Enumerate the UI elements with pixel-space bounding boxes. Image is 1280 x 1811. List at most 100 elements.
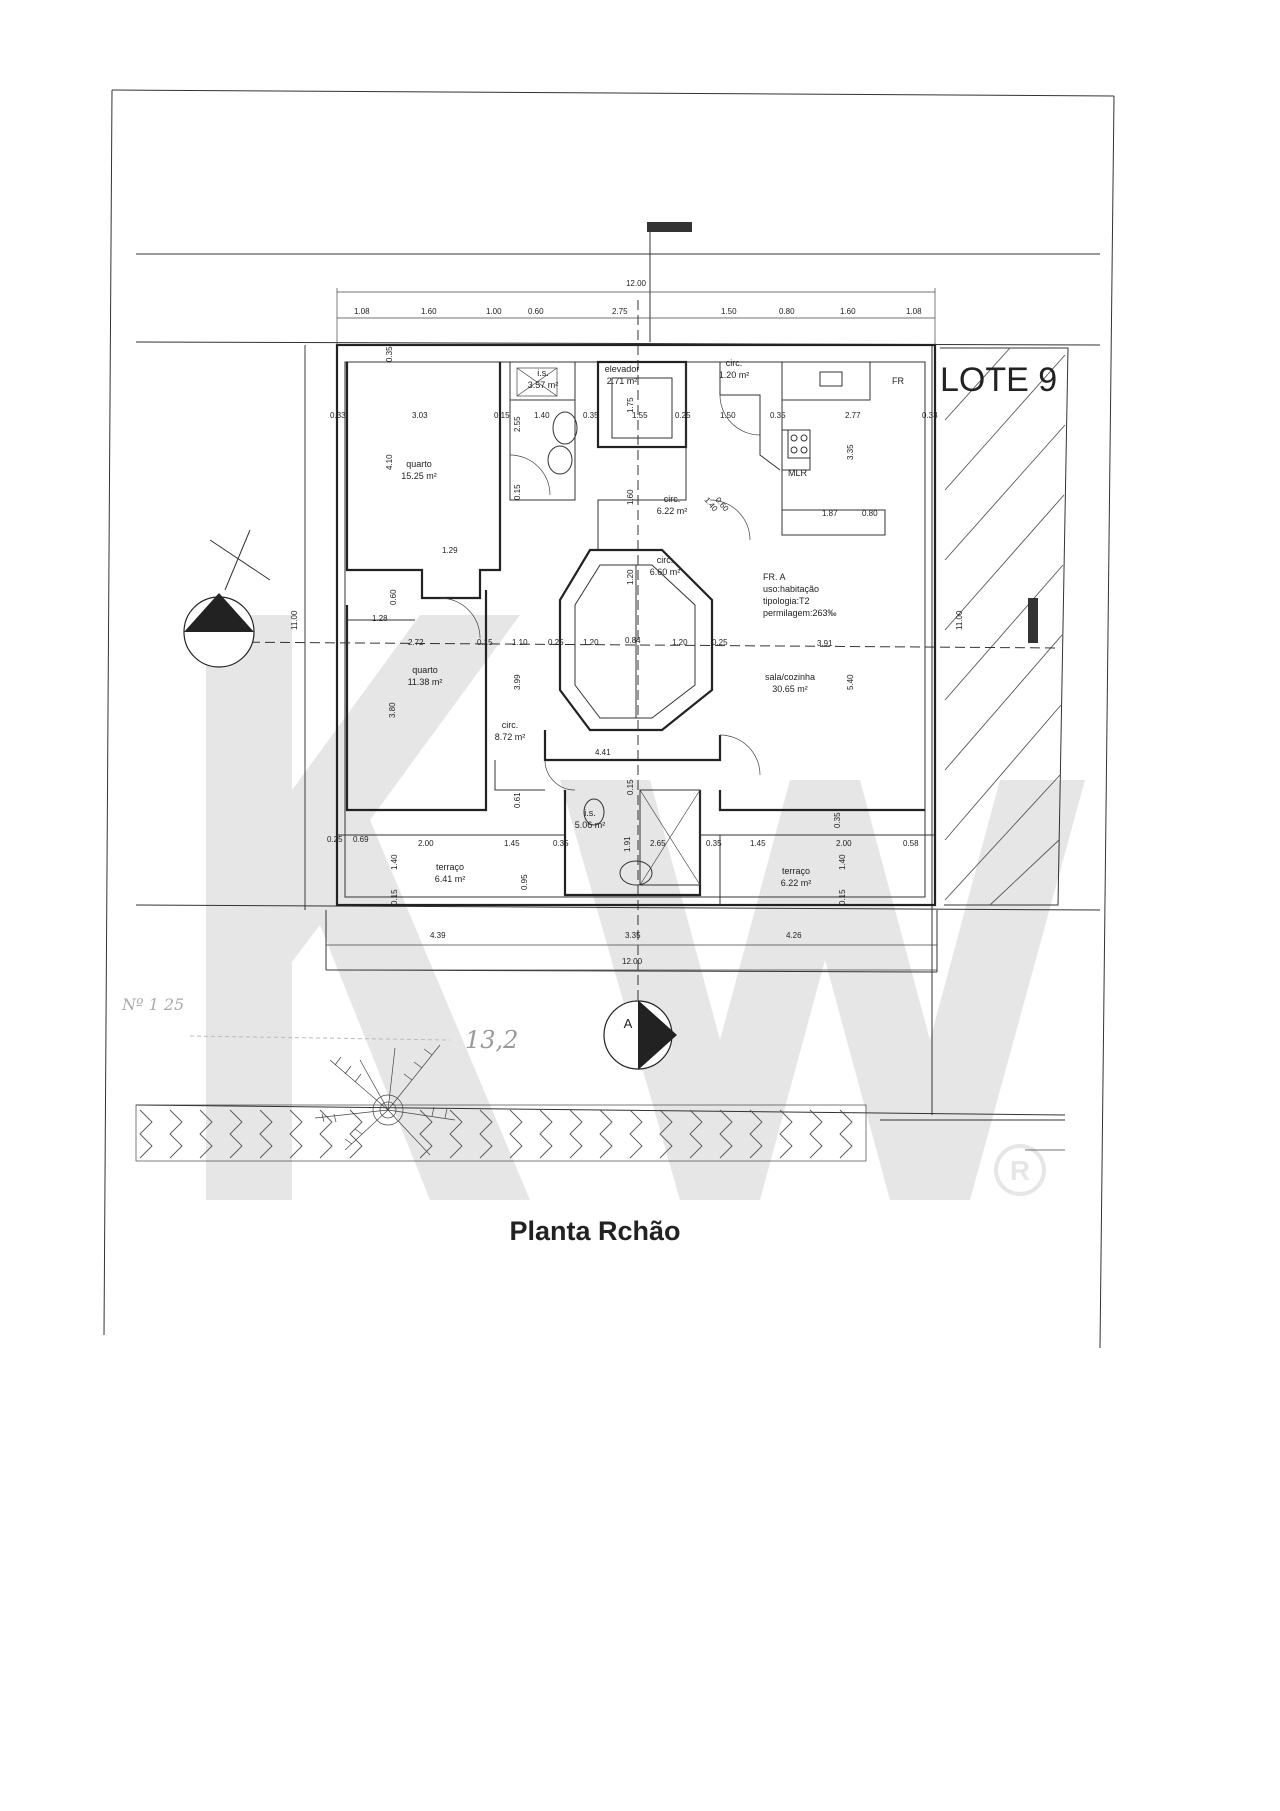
room-area: 30.65 m² [772,684,808,694]
dim: 1.45 [504,839,520,848]
neighbour-hatch [940,347,1069,906]
room-name: sala/cozinha [765,672,815,682]
dim: 0.15 [477,638,493,647]
dim: 1.20 [583,638,599,647]
dim: 2.55 [513,416,522,432]
inner-dimensions: 3.03 0.33 0.15 1.40 0.35 1.55 0.25 1.50 … [327,346,938,905]
dim: 1.75 [626,397,635,413]
fraction-info: FR. A uso:habitação tipologia:T2 permila… [763,572,837,618]
dim: 0.84 [625,636,641,645]
room-area: 11.38 m² [408,677,443,687]
room-name: circ. [664,494,681,504]
dim: 4.41 [595,748,611,757]
dim: 3.91 [817,639,833,648]
dim-top-7: 1.60 [840,307,856,316]
room-name: elevador [605,364,640,374]
palm-tree-icon [314,1044,456,1156]
top-overall-dim: 12.00 [626,279,647,288]
dim: 1.20 [672,638,688,647]
dim: 2.77 [845,411,861,420]
dim: 0.35 [770,411,786,420]
dim: 0.25 [327,835,343,844]
dim: 3.99 [513,674,522,690]
dim: 0.61 [513,792,522,808]
garden-strip [135,1104,1065,1162]
room-area: 3.57 m² [528,380,559,390]
dim: 0.69 [353,835,369,844]
dim: 1.29 [442,546,458,555]
fraction-name: FR. A [763,572,786,582]
lot-label: LOTE 9 [940,361,1057,399]
dim: 3.80 [388,702,397,718]
dim: 1.45 [750,839,766,848]
building-walls [335,343,937,907]
fraction-use: uso:habitação [763,584,819,594]
dim-bottom-1: 3.35 [625,931,641,940]
dim-top-0: 1.08 [354,307,370,316]
dim: 0.25 [548,638,564,647]
dim: 1.28 [372,614,388,623]
dimension-lines [304,288,937,971]
dim: 2.72 [408,638,424,647]
door-swings [439,394,761,791]
dim: 0.15 [838,889,847,905]
side-right-dim: 11.00 [955,610,964,630]
dim-top-6: 0.80 [779,307,795,316]
dim: 1.91 [623,836,632,852]
room-name: circ. [657,555,674,565]
dim: 1.40 [534,411,550,420]
dim: 3.03 [412,411,428,420]
room-area: 15.25 m² [401,471,437,481]
section-b-label: B [222,619,231,634]
dim: 0.35 [553,839,569,848]
room-area: 5.06 m² [575,820,606,830]
dim: 0.25 [712,638,728,647]
dim-bottom-2: 4.26 [786,931,802,940]
room-area: 6.22 m² [781,878,812,888]
room-name: circ. [502,720,519,730]
room-area: 6.22 m² [657,506,688,516]
dim: 0.35 [706,839,722,848]
svg-text:R: R [1010,1155,1030,1186]
dim-top-1: 1.60 [421,307,437,316]
dim-top-5: 1.50 [721,307,737,316]
dim: 1.87 [822,509,838,518]
top-dimensions: 12.00 1.08 1.60 1.00 0.60 2.75 1.50 0.80… [354,279,922,316]
north-marker [647,222,692,342]
dim: 0.15 [494,411,510,420]
page-title: Planta Rchão [509,1216,680,1246]
dim: 0.33 [922,411,938,420]
room-area: 6.41 m² [435,874,466,884]
dim: 1.20 [626,569,635,585]
dim-top-3: 0.60 [528,307,544,316]
svg-text:Nº 1 25: Nº 1 25 [121,995,184,1014]
dim: 0.35 [583,411,599,420]
sheet-frame [103,89,1115,1349]
washing-machine-label: MLR [788,468,808,478]
room-area: 2.71 m² [607,376,638,386]
dim: 0.15 [626,779,635,795]
room-name: quarto [412,665,438,675]
dim: 0.60 [389,589,398,605]
sanitary-fixtures [516,367,843,886]
dim: 2.00 [836,839,852,848]
dim: 0.95 [520,874,529,890]
dim: 1.50 [720,411,736,420]
dim: 5.40 [846,674,855,690]
section-lines [209,300,1061,1010]
section-a-label: A [624,1016,633,1031]
dim-bottom-0: 4.39 [430,931,446,940]
dim: 0.58 [903,839,919,848]
dim: 1.10 [512,638,528,647]
handwritten-note: Nº 1 25 13,2 [121,995,518,1054]
dim-top-2: 1.00 [486,307,502,316]
room-name: quarto [406,459,432,469]
fridge-label: FR [892,376,904,386]
side-dimensions: 11.00 11.00 [290,610,964,630]
room-name: i.s. [537,368,549,378]
dim: 0.80 [862,509,878,518]
dim: 0.33 [330,411,346,420]
room-name: i.s. [584,808,596,818]
dim: 0.35 [833,812,842,828]
